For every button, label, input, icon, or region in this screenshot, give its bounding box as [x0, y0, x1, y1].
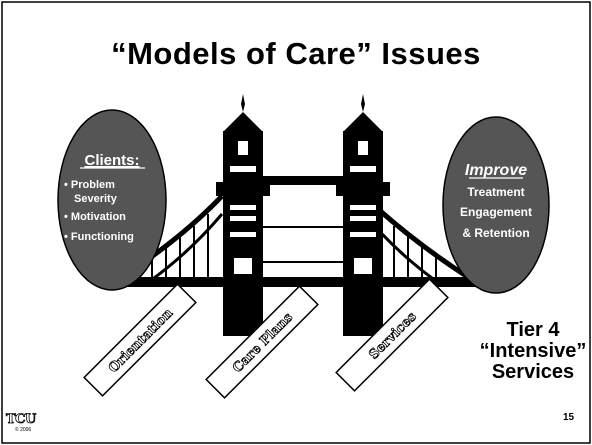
sign-label: Orientation [106, 306, 177, 377]
clients-list: • Problem Severity • Motivation • Functi… [64, 179, 134, 243]
improve-heading: Improve [465, 162, 527, 179]
page-number: 15 [563, 412, 575, 423]
right-tower [336, 94, 390, 336]
clients-item: Severity [74, 193, 118, 205]
left-tower [216, 94, 270, 336]
clients-item: • Problem [64, 179, 115, 191]
tier-line: “Intensive” [479, 340, 587, 362]
clients-bubble [57, 109, 167, 291]
tier-label: Tier 4 “Intensive” Services [468, 320, 592, 383]
tcu-logo: TCU [6, 412, 37, 428]
upper-walkway [262, 176, 344, 185]
improve-lines: Treatment Engagement & Retention [460, 185, 532, 240]
bridge-deck [112, 277, 476, 287]
sign-orientation: Orientation [83, 283, 197, 397]
improve-line: Engagement [460, 205, 532, 219]
slide-title: “Models of Care” Issues [111, 36, 481, 71]
logo-copyright: © 2006 [15, 427, 32, 433]
clients-item: • Functioning [64, 231, 134, 243]
clients-heading: Clients: [84, 152, 139, 169]
improve-line: & Retention [462, 226, 529, 240]
tier-line: Tier 4 [506, 319, 560, 341]
clients-item: • Motivation [64, 211, 126, 223]
improve-bubble [442, 116, 550, 294]
improve-line: Treatment [467, 185, 524, 199]
bridge-suspension [112, 194, 476, 287]
tier-line: Services [491, 361, 575, 383]
